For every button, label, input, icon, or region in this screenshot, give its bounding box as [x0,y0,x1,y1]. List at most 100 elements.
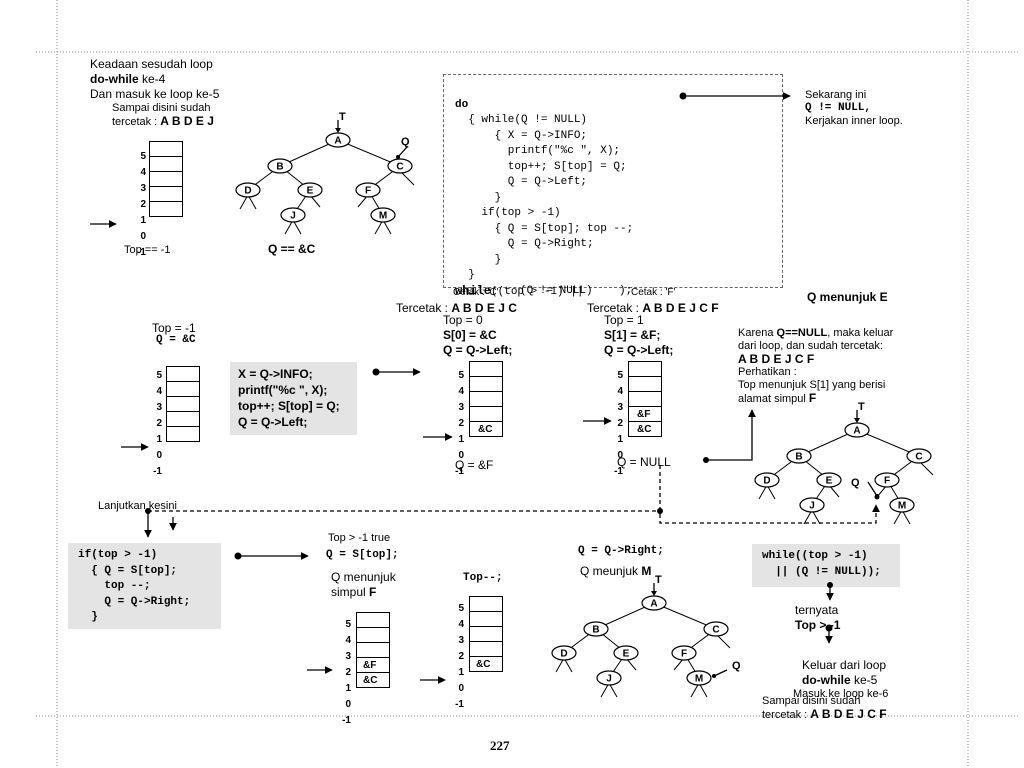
if-code-box [68,543,221,629]
node-label-d: D [244,186,251,197]
node-label-m: M [695,674,703,685]
node-label-m: M [898,501,906,512]
node-e [816,472,842,488]
node-j [799,497,825,513]
q-points-m: Q meunjuk M [580,564,652,578]
state-title-line3: Dan masuk ke loop ke-5 [90,87,220,101]
exit-note: Keluar dari loop do-while ke-5 [802,658,887,687]
node-c [387,158,413,174]
node-c [906,448,932,464]
printed-2: Tercetak : A B D E J C [396,301,517,315]
node-b [786,448,812,464]
node-b [267,158,293,174]
stack-1 [149,141,183,217]
stack-3: &C [469,361,503,437]
node-c [703,621,729,637]
node-label-e: E [623,649,630,660]
node-label-b: B [795,452,802,463]
node-label-j: J [290,211,296,222]
node-label-e: E [307,186,314,197]
printed-letters-1: A B D E J [160,114,214,128]
node-label-b: B [276,162,283,173]
node-label-f: F [884,476,890,487]
node-e [297,182,323,198]
code-box [443,74,783,288]
node-m [370,207,396,223]
stack-4: &F&C [628,361,662,437]
node-d [754,472,780,488]
node-f [671,645,697,661]
q-equals-c: Q == &C [268,242,316,256]
q-equals-f: Q = &F [455,458,494,472]
top-decrement: Top--; [463,572,503,584]
inner-code-box [230,362,357,435]
node-label-f: F [365,186,371,197]
state-title-loop: ke-4 [138,72,166,86]
pointer-q-label: Q [732,660,741,672]
continue-here: Lanjutkan kesini [98,500,177,512]
stack-5: &F&C [356,612,390,688]
state-title-dowhile: do-while [90,72,139,86]
print-c: Cetak : 'C' [453,287,499,298]
node-label-d: D [560,649,567,660]
pointer-t-label: T [655,574,662,586]
node-label-e: E [826,476,833,487]
q-equals-null: Q = NULL [617,455,671,469]
q-right: Q = Q->Right; [578,545,664,557]
now-note: Sekarang ini Q != NULL, Kerjakan inner l… [805,89,903,127]
page-number: 227 [490,738,510,753]
while-code: while((top > -1) || (Q != NULL)); [762,550,881,578]
node-d [235,182,261,198]
node-label-a: A [650,599,657,610]
node-label-d: D [763,476,770,487]
q-points-e: Q menunjuk E [807,290,888,304]
node-j [280,207,306,223]
top-equals-neg1: Top == -1 [124,244,171,256]
node-m [686,670,712,686]
node-f [874,472,900,488]
main-code: do { while(Q != NULL) { X = Q->INFO; pri… [455,98,634,298]
node-label-b: B [592,625,599,636]
node-label-f: F [681,649,687,660]
pointer-t-label: T [858,401,865,413]
node-m [889,497,915,513]
node-label-m: M [379,211,387,222]
node-b [583,621,609,637]
step-1-top: Top = -1 [152,321,196,335]
while-code-box [752,544,900,587]
print-f: Cetak : 'F' [631,287,676,298]
printed-final: Sampai disini sudah tercetak : A B D E J… [762,695,887,721]
printed-so-far-1: Sampai disini sudah tercetak : A B D E J [112,102,214,128]
node-label-j: J [606,674,612,685]
node-e [613,645,639,661]
pointer-q-label: Q [401,136,410,148]
code-while-cond: (Q != NULL) ); [520,285,633,297]
node-f [355,182,381,198]
inner-code: X = Q->INFO;printf("%c ", X);top++; S[to… [238,367,340,429]
stack-2 [166,366,200,442]
state-title-line1: Keadaan sesudah loop [90,57,213,71]
step-1-q: Q = &C [156,334,196,346]
printed-3: Tercetak : A B D E J C F [587,301,719,315]
node-j [596,670,622,686]
node-label-a: A [853,426,860,437]
exit-loop-6: Masuk ke loop ke-6 [793,688,889,700]
node-label-c: C [396,162,403,173]
q-s-top: Q = S[top]; [326,549,399,561]
pointer-t-label: T [339,111,346,123]
because-note: Karena Q==NULL, maka keluar dari loop, d… [738,327,894,405]
